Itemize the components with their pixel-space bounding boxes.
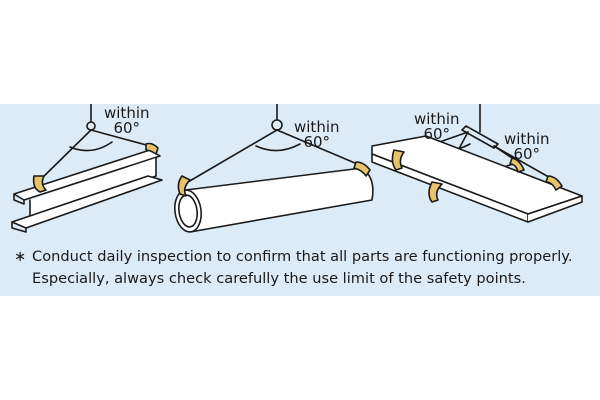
angle-value: 60° [513,145,541,163]
angle-value: 60° [303,133,331,151]
angle-label-pipe: within 60° [294,120,340,150]
angle-label-plate-2: within 60° [504,132,550,162]
sling-left [187,129,278,183]
sling-right [276,129,363,167]
angle-label-beam: within 60° [104,106,150,136]
sling-right [90,129,151,147]
sling-left [39,129,92,181]
angle-arc [255,143,301,152]
note-line-1: Conduct daily inspection to confirm that… [32,248,573,265]
pipe-scene [173,104,374,233]
angle-value: 60° [113,119,141,137]
spreader-beam [461,125,499,149]
hoist-ring [271,119,283,131]
clamp-right [145,142,159,155]
beam-top-flange [13,149,161,201]
lifting-diagrams [11,104,583,233]
within-text: within [504,130,550,148]
h-beam-scene [11,104,163,233]
clamp-2 [428,181,443,203]
plate-side [527,195,583,223]
angle-label-plate-1: within 60° [414,112,460,142]
clamp-4 [545,175,563,191]
within-text: within [104,104,150,122]
hoist-ring [86,121,96,131]
illustration-panel: within 60° within 60° within 60° within … [0,104,600,296]
clamp-right [353,161,371,177]
inspection-note: ∗ Conduct daily inspection to confirm th… [14,246,594,290]
beam-bottom-flange [11,175,163,229]
within-text: within [414,110,460,128]
angle-arc [69,141,113,152]
angle-value: 60° [423,125,451,143]
asterisk-icon: ∗ [14,248,27,265]
note-line-2: Especially, always check carefully the u… [32,270,526,287]
beam-end-face [13,193,25,205]
pipe-body [185,167,374,233]
clamp-left [177,175,191,197]
plate-scene [371,104,583,223]
clamp-1 [391,149,405,171]
within-text: within [294,118,340,136]
clamp-left [32,175,47,193]
sling-4 [493,145,555,181]
beam-end-face-bottom [11,221,27,233]
clamp-3 [509,157,525,173]
